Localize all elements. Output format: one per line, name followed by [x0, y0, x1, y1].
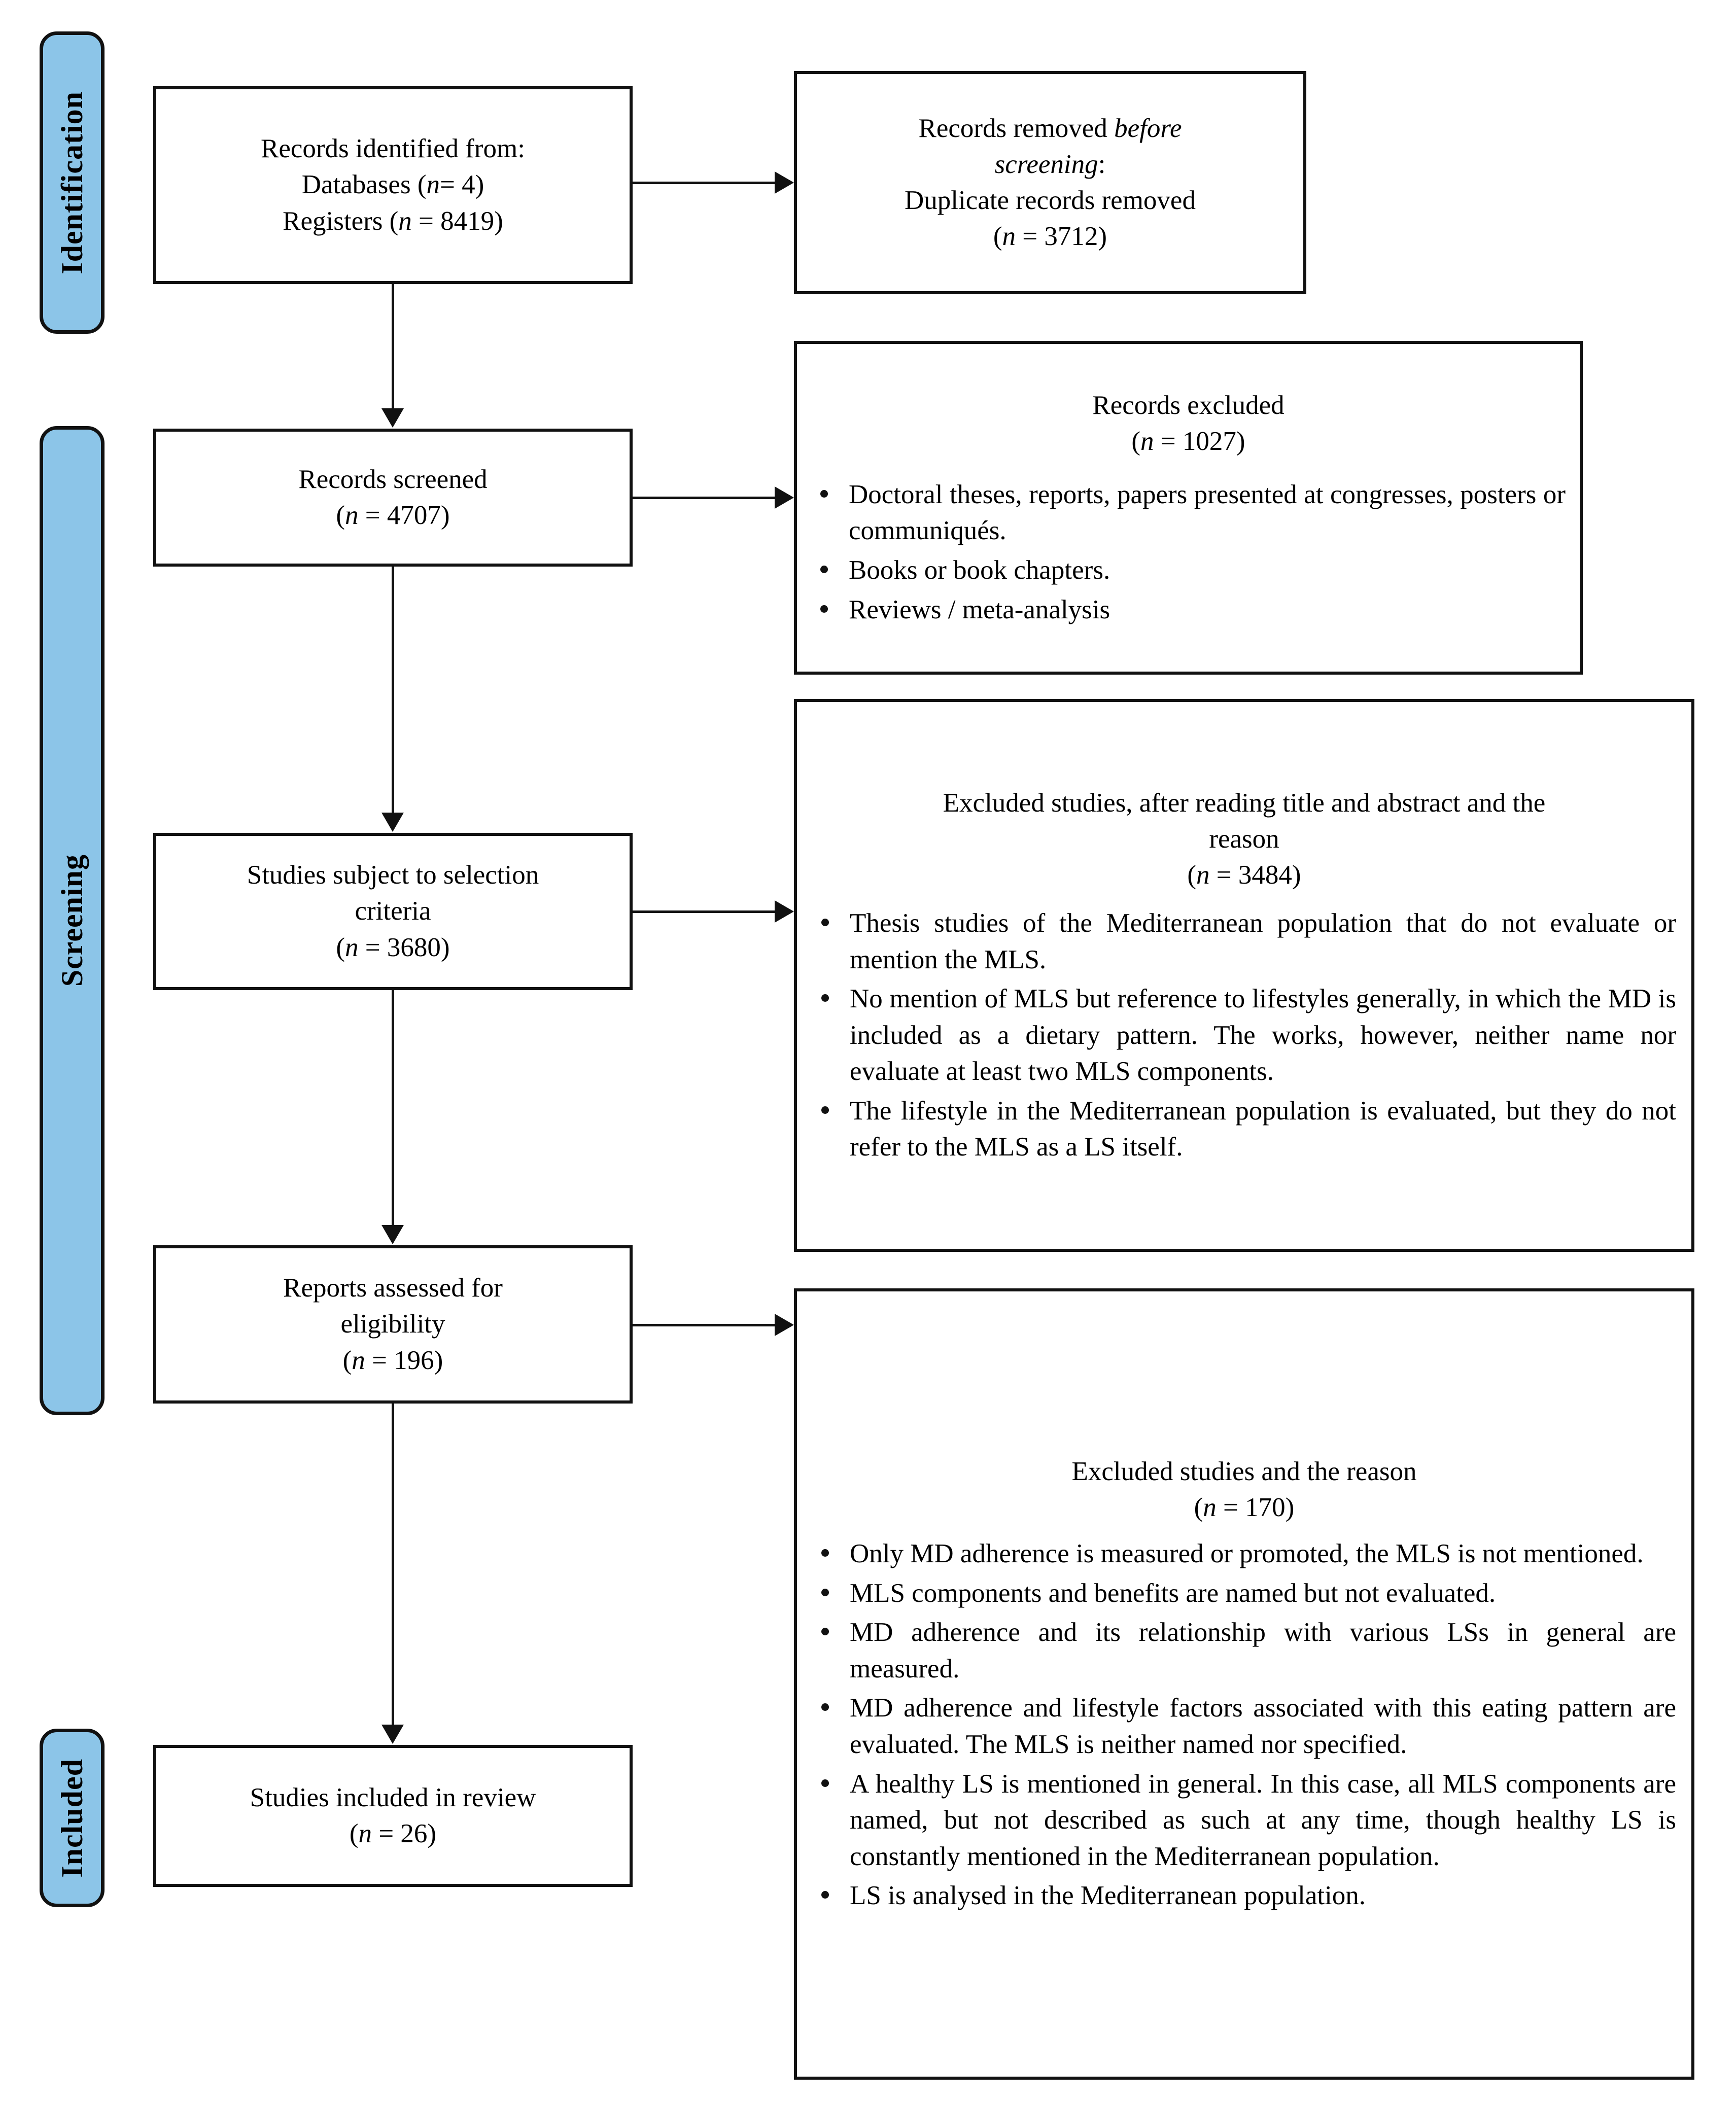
arrowhead-down-eligibility	[381, 1225, 404, 1244]
records-excluded-title: Records excluded	[1092, 390, 1284, 420]
phase-tab-screening: Screening	[40, 426, 105, 1415]
connector-identified-to-removed	[633, 182, 775, 184]
list-item: The lifestyle in the Mediterranean popul…	[812, 1093, 1676, 1166]
records-excluded-list: Doctoral theses, reports, papers present…	[811, 477, 1566, 628]
studies-included-line-2: (n = 26)	[349, 1819, 437, 1848]
connector-screened-to-selection	[392, 567, 394, 813]
connector-selection-to-excluded-title-abstract	[633, 910, 775, 913]
box-studies-included: Studies included in review (n = 26)	[153, 1745, 633, 1887]
list-item: MLS components and benefits are named bu…	[812, 1575, 1676, 1612]
list-item: LS is analysed in the Mediterranean popu…	[812, 1878, 1676, 1914]
box-studies-selection-criteria: Studies subject to selection criteria (n…	[153, 833, 633, 990]
excluded-reason-title: Excluded studies and the reason	[1071, 1457, 1417, 1487]
list-item: MD adherence and lifestyle factors assoc…	[812, 1690, 1676, 1763]
arrowhead-right-excluded-reason	[775, 1314, 794, 1336]
arrowhead-right-removed	[775, 171, 794, 194]
arrowhead-down-included	[381, 1725, 404, 1744]
box-records-removed: Records removed before screening: Duplic…	[794, 71, 1306, 294]
studies-included-line-1: Studies included in review	[250, 1782, 536, 1812]
studies-selection-line-2: criteria	[355, 896, 431, 926]
box-reports-eligibility: Reports assessed for eligibility (n = 19…	[153, 1245, 633, 1404]
records-screened-line-1: Records screened	[298, 464, 488, 494]
records-removed-line-2: screening:	[994, 149, 1106, 179]
connector-identified-to-screened	[392, 284, 394, 408]
excluded-reason-count: (n = 170)	[1194, 1493, 1295, 1523]
excluded-title-abstract-title-2: reason	[1209, 824, 1279, 854]
excluded-title-abstract-count: (n = 3484)	[1187, 860, 1301, 890]
list-item: Thesis studies of the Mediterranean popu…	[812, 905, 1676, 978]
box-records-identified: Records identified from: Databases (n= 4…	[153, 86, 633, 284]
phase-tab-included: Included	[40, 1729, 105, 1907]
records-identified-line-3: Registers (n = 8419)	[283, 206, 503, 236]
box-records-excluded: Records excluded (n = 1027) Doctoral the…	[794, 341, 1583, 675]
records-excluded-count: (n = 1027)	[1131, 426, 1245, 456]
records-removed-line-4: (n = 3712)	[993, 222, 1107, 252]
records-removed-line-3: Duplicate records removed	[905, 186, 1196, 215]
list-item: No mention of MLS but reference to lifes…	[812, 981, 1676, 1090]
phase-label-screening: Screening	[55, 854, 89, 987]
list-item: A healthy LS is mentioned in general. In…	[812, 1766, 1676, 1875]
connector-screened-to-excluded	[633, 497, 775, 499]
connector-eligibility-to-included	[392, 1404, 394, 1725]
box-excluded-title-abstract: Excluded studies, after reading title an…	[794, 699, 1694, 1252]
box-records-screened: Records screened (n = 4707)	[153, 429, 633, 567]
reports-eligibility-line-2: eligibility	[340, 1309, 445, 1339]
phase-label-included: Included	[55, 1758, 89, 1878]
records-identified-line-1: Records identified from:	[260, 134, 526, 164]
arrowhead-right-excluded-title-abstract	[775, 900, 794, 923]
list-item: Reviews / meta-analysis	[811, 592, 1566, 628]
studies-selection-line-1: Studies subject to selection	[247, 860, 539, 890]
list-item: Only MD adherence is measured or promote…	[812, 1536, 1676, 1572]
excluded-title-abstract-list: Thesis studies of the Mediterranean popu…	[812, 905, 1676, 1166]
studies-selection-line-3: (n = 3680)	[336, 932, 450, 962]
box-excluded-reason: Excluded studies and the reason (n = 170…	[794, 1288, 1694, 2080]
reports-eligibility-line-3: (n = 196)	[342, 1345, 443, 1375]
reports-eligibility-line-1: Reports assessed for	[283, 1273, 503, 1303]
arrowhead-down-screened	[381, 408, 404, 428]
arrowhead-right-excluded	[775, 486, 794, 509]
excluded-title-abstract-title-1: Excluded studies, after reading title an…	[943, 788, 1546, 818]
connector-selection-to-eligibility	[392, 990, 394, 1225]
list-item: MD adherence and its relationship with v…	[812, 1615, 1676, 1687]
records-removed-line-1: Records removed before	[918, 113, 1182, 143]
records-screened-line-2: (n = 4707)	[336, 501, 450, 530]
list-item: Books or book chapters.	[811, 552, 1566, 589]
phase-label-identification: Identification	[55, 91, 89, 274]
list-item: Doctoral theses, reports, papers present…	[811, 477, 1566, 549]
records-identified-line-2: Databases (n= 4)	[301, 170, 484, 200]
excluded-reason-list: Only MD adherence is measured or promote…	[812, 1536, 1676, 1914]
arrowhead-down-selection	[381, 813, 404, 832]
phase-tab-identification: Identification	[40, 31, 105, 334]
connector-eligibility-to-excluded-reason	[633, 1324, 775, 1326]
